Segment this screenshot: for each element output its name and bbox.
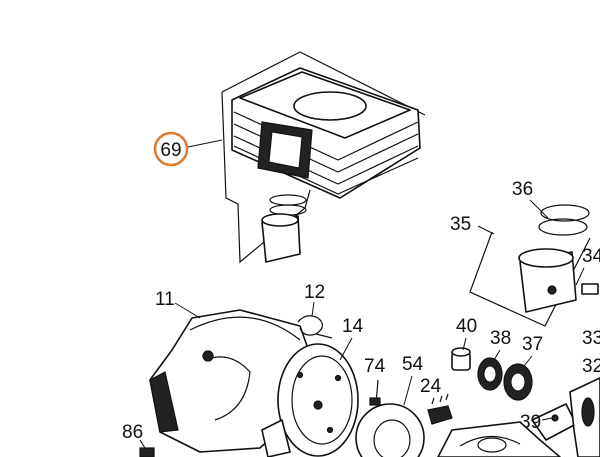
spring-clip-tail (315, 333, 333, 339)
callout-11-leader (174, 302, 201, 319)
callout-74-label: 74 (364, 356, 386, 377)
callout-37-label: 37 (522, 334, 543, 355)
callout-69-label: 69 (160, 140, 181, 161)
flywheel-hole (326, 426, 334, 434)
cylinder-group-outline (221, 91, 311, 264)
callout-33-label: 33 (582, 328, 600, 349)
seal-disk (355, 403, 425, 457)
piston-ring-upper (540, 204, 590, 222)
callout-35-leader (477, 225, 495, 235)
piston-pin (581, 283, 599, 295)
callout-38-label: 38 (490, 328, 511, 349)
callout-69-leader (187, 139, 223, 148)
cylinder-exhaust-opening (268, 131, 303, 169)
bearing-38 (477, 357, 503, 391)
piston-assembly (469, 204, 591, 327)
callout-12-leader (311, 301, 315, 317)
cylinder-assembly (221, 51, 426, 264)
flywheel-inner-ring (291, 355, 353, 445)
flywheel-hub (313, 400, 323, 410)
cylinder-piston-ring (269, 194, 307, 206)
callout-36-label: 36 (512, 179, 533, 200)
callout-40-label: 40 (456, 316, 477, 337)
bearing-37 (503, 363, 533, 401)
flywheel-disc (277, 343, 359, 457)
screw (369, 379, 381, 406)
spring-clip-loop (297, 315, 324, 336)
screw-head (369, 397, 381, 406)
piston-pin-clip (581, 283, 599, 295)
seal-disk-inner (373, 419, 411, 457)
crankshaft (531, 377, 600, 457)
callout-14-label: 14 (342, 316, 364, 337)
callout-36-leader (529, 199, 549, 219)
bolt-86 (139, 447, 155, 457)
fan-shroud-bolt (202, 350, 214, 362)
piston-ring-lower (538, 218, 588, 236)
callout-69[interactable]: 69 (153, 131, 189, 167)
callout-34-leader (575, 267, 585, 286)
bushing (451, 347, 471, 371)
callout-54-leader (403, 375, 413, 406)
cylinder-group-outline-top (221, 51, 426, 116)
small-bracket-teeth (431, 393, 449, 405)
callout-11-label: 11 (155, 289, 175, 310)
small-bracket (427, 393, 453, 425)
fan-shroud-side (149, 371, 179, 433)
key-pin (551, 414, 559, 422)
bearing-38-inner (483, 365, 497, 383)
callout-69-highlight-ring (153, 131, 189, 167)
crankshaft-counterweight (581, 397, 595, 427)
piston-pin-hole (547, 285, 557, 295)
flywheel-hole (296, 371, 304, 379)
small-bracket-body (427, 405, 453, 425)
bushing-top (451, 347, 471, 357)
callout-14-leader (339, 337, 353, 361)
piston-top (518, 248, 574, 268)
callout-86-label: 86 (122, 422, 143, 443)
bolt-86-head (139, 447, 155, 457)
callout-37-leader (523, 355, 533, 367)
cylinder-piston-top (261, 213, 299, 227)
callout-34-label: 34 (582, 246, 600, 267)
flywheel-bracket (261, 419, 291, 457)
callout-39-leader (541, 417, 553, 421)
callout-24-label: 24 (420, 376, 442, 397)
callout-40-leader (462, 337, 467, 351)
crankcase (437, 421, 561, 457)
callout-12-label: 12 (304, 282, 325, 303)
flywheel-hole (334, 374, 342, 382)
fan-shroud (149, 309, 313, 453)
spring-clip (297, 315, 333, 339)
callout-35-label: 35 (450, 214, 471, 235)
flywheel (261, 343, 359, 457)
fan-shroud-curve (204, 356, 251, 421)
seal-disk-outer (355, 403, 425, 457)
callout-32-label: 32 (582, 356, 600, 377)
crankcase-contour (459, 435, 521, 447)
crankcase-bore (477, 437, 507, 453)
callout-86-leader (139, 439, 146, 449)
fan-shroud-edge (189, 316, 301, 341)
cylinder-port (293, 91, 367, 121)
bearing-37-inner (510, 372, 526, 392)
callout-38-leader (493, 349, 501, 361)
callout-54-label: 54 (402, 354, 424, 375)
